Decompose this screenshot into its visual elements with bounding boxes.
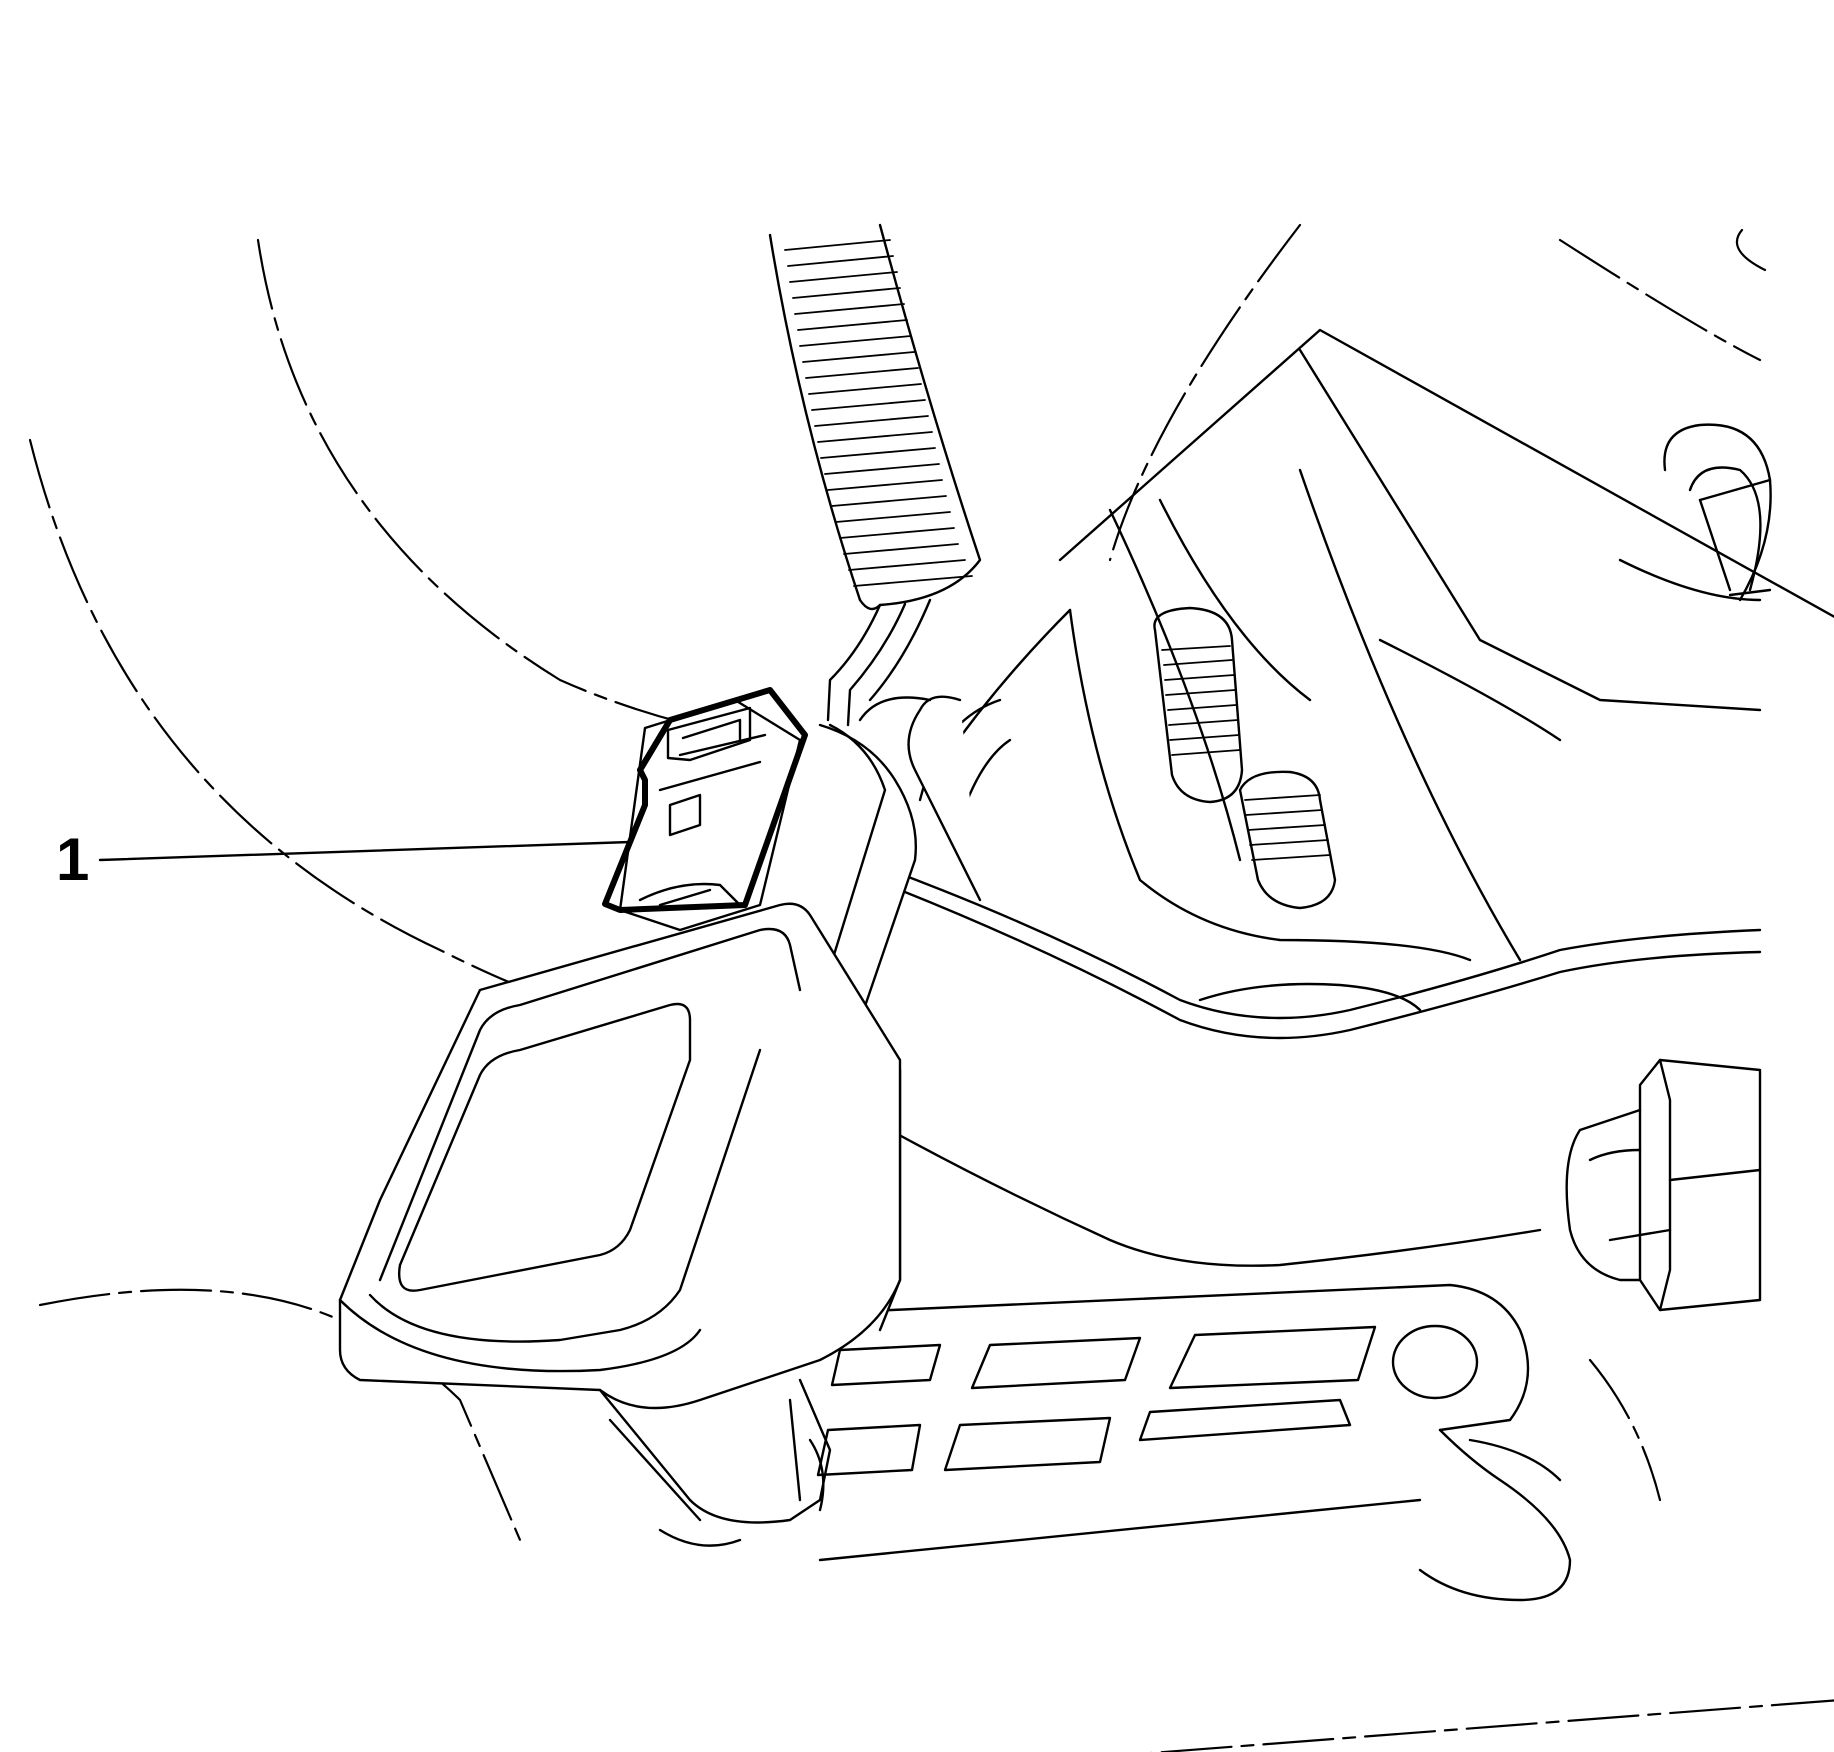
electrical-connector bbox=[602, 687, 808, 932]
sensor-assembly bbox=[338, 695, 982, 1547]
mounting-bracket bbox=[918, 328, 1834, 962]
callout-leader-line bbox=[98, 840, 632, 862]
stud-upper bbox=[1153, 606, 1244, 804]
suspension-arm bbox=[888, 468, 1762, 1267]
link-rod bbox=[778, 1283, 1572, 1602]
wire-harness bbox=[768, 223, 982, 727]
background-outlines bbox=[28, 223, 1834, 1752]
callout-label: 1 bbox=[56, 826, 89, 893]
stud-lower bbox=[1238, 770, 1337, 910]
callout-1: 1 bbox=[56, 826, 632, 893]
hex-nut bbox=[1565, 1058, 1762, 1312]
